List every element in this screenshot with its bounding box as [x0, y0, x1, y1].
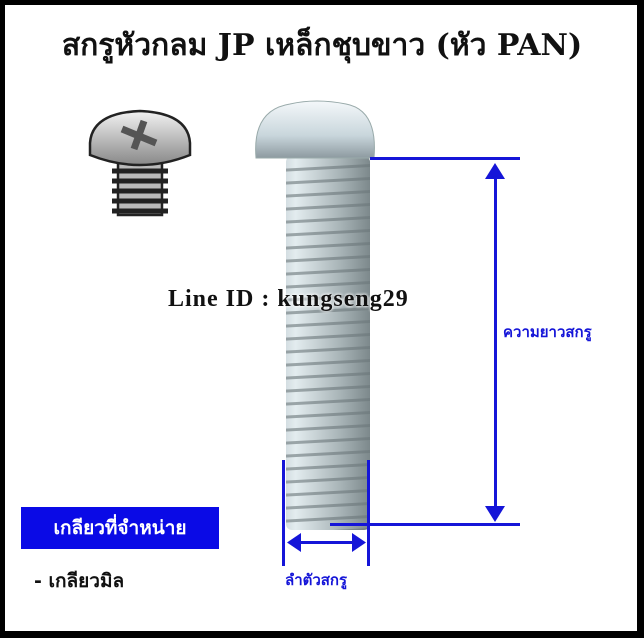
diameter-arrow-line [294, 541, 358, 544]
length-bottom-line [330, 523, 520, 526]
arrow-down-icon [485, 506, 505, 522]
diameter-left-line [282, 460, 285, 566]
length-label: ความยาวสกรู [503, 320, 592, 344]
length-arrow-line [494, 170, 497, 510]
screw-photo [255, 100, 375, 530]
arrow-up-icon [485, 163, 505, 179]
length-top-line [370, 157, 520, 160]
arrow-left-icon [287, 533, 301, 552]
diameter-label: ลำตัวสกรู [285, 568, 348, 592]
pan-head-screw-icon [88, 109, 192, 217]
page-title: สกรูหัวกลม JP เหล็กชุบขาว (หัว PAN) [61, 28, 583, 63]
diameter-right-line [367, 460, 370, 566]
thread-item: - เกลียวมิล [34, 570, 125, 592]
thread-heading-badge: เกลียวที่จำหน่าย [21, 507, 219, 549]
watermark-line-id: Line ID : kungseng29 [168, 286, 409, 312]
arrow-right-icon [352, 533, 366, 552]
